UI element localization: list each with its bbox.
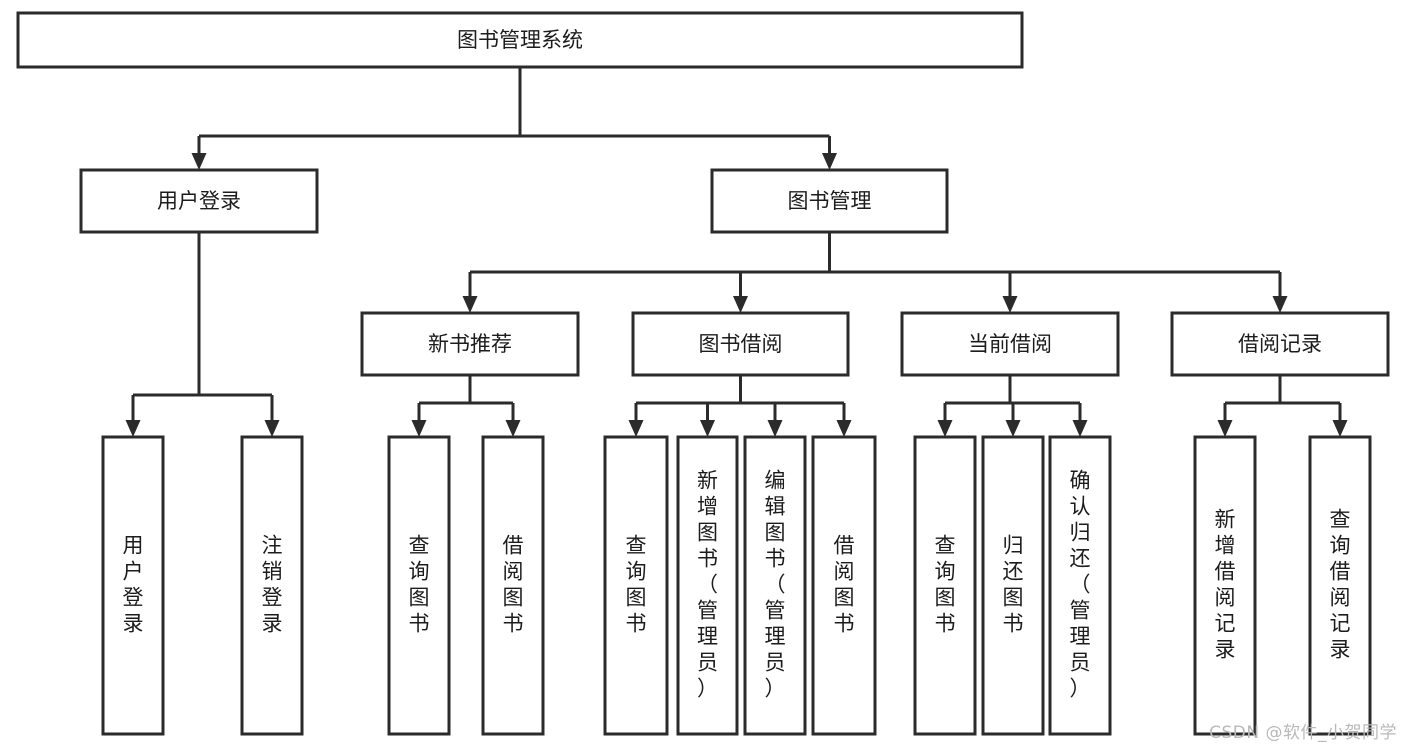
arrow-head-icon (264, 420, 280, 437)
arrow-head-icon (1072, 420, 1088, 437)
node-label: 图书借阅 (699, 332, 783, 356)
node-leaf-br-add-record[interactable]: 新增借阅记录 (1193, 435, 1257, 736)
node-box (1308, 435, 1372, 736)
connector-group-root (191, 67, 837, 170)
node-leaf-cb-return-book[interactable]: 归还图书 (981, 435, 1045, 736)
node-label: 图书管理 (788, 189, 872, 213)
node-label: 图书管理系统 (457, 28, 583, 52)
node-label: 新增借阅记录 (1215, 508, 1236, 662)
nodes-layer: 图书管理系统用户登录图书管理新书推荐图书借阅当前借阅借阅记录用户登录注销登录查询… (16, 11, 1390, 736)
node-label: 查询图书 (935, 534, 956, 636)
node-label: 编辑图书（管理员） (765, 469, 786, 701)
node-label: 新增图书（管理员） (697, 469, 718, 701)
arrow-head-icon (505, 420, 521, 437)
node-label: 当前借阅 (968, 332, 1052, 356)
node-leaf-user-logout[interactable]: 注销登录 (240, 435, 304, 736)
node-label: 新书推荐 (428, 332, 512, 356)
connector-group-book-borrow (628, 375, 852, 437)
node-box (240, 435, 304, 736)
connector-group-user-login (125, 232, 280, 437)
node-leaf-cb-confirm-return[interactable]: 确认归还（管理员） (1048, 435, 1112, 736)
node-current-borrow[interactable]: 当前借阅 (900, 311, 1120, 377)
connector-group-current-borrow (937, 375, 1088, 437)
arrow-head-icon (836, 420, 852, 437)
node-box (676, 435, 739, 736)
arrow-head-icon (1005, 420, 1021, 437)
arrow-head-icon (191, 153, 207, 170)
node-leaf-bb-borrow-book[interactable]: 借阅图书 (811, 435, 877, 736)
arrow-head-icon (1217, 420, 1233, 437)
node-box (1048, 435, 1112, 736)
arrow-head-icon (767, 420, 783, 437)
node-book-manage[interactable]: 图书管理 (710, 168, 949, 234)
node-label: 借阅图书 (503, 534, 524, 636)
arrow-head-icon (733, 296, 748, 313)
node-leaf-bb-query-book[interactable]: 查询图书 (603, 435, 669, 736)
connector-group-book-manage (462, 232, 1288, 313)
node-leaf-nbr-borrow-book[interactable]: 借阅图书 (481, 435, 545, 736)
node-box (481, 435, 545, 736)
arrow-head-icon (1272, 296, 1288, 313)
node-box (603, 435, 669, 736)
node-leaf-user-login[interactable]: 用户登录 (101, 435, 165, 736)
node-leaf-bb-add-book[interactable]: 新增图书（管理员） (676, 435, 739, 736)
node-leaf-bb-edit-book[interactable]: 编辑图书（管理员） (743, 435, 807, 736)
arrow-head-icon (628, 420, 644, 437)
node-user-login[interactable]: 用户登录 (79, 168, 319, 234)
node-label: 借阅图书 (834, 534, 855, 636)
node-label: 用户登录 (123, 534, 144, 636)
node-box (360, 311, 580, 377)
node-box (387, 435, 451, 736)
node-root[interactable]: 图书管理系统 (16, 11, 1024, 69)
node-label: 用户登录 (157, 189, 241, 213)
arrow-head-icon (462, 296, 478, 313)
node-box (981, 435, 1045, 736)
node-leaf-cb-query-book[interactable]: 查询图书 (913, 435, 977, 736)
arrow-head-icon (822, 153, 837, 170)
node-box (743, 435, 807, 736)
node-box (1170, 311, 1390, 377)
node-label: 借阅记录 (1238, 332, 1322, 356)
arrow-head-icon (411, 420, 427, 437)
arrow-head-icon (1332, 420, 1348, 437)
node-leaf-nbr-query-book[interactable]: 查询图书 (387, 435, 451, 736)
node-label: 查询图书 (409, 534, 430, 636)
node-box (631, 311, 850, 377)
node-label: 查询借阅记录 (1330, 508, 1351, 662)
node-label: 确认归还（管理员） (1070, 469, 1091, 701)
node-leaf-br-query-record[interactable]: 查询借阅记录 (1308, 435, 1372, 736)
node-book-borrow[interactable]: 图书借阅 (631, 311, 850, 377)
connector-group-borrow-record (1217, 375, 1348, 437)
node-box (913, 435, 977, 736)
arrow-head-icon (125, 420, 141, 437)
node-box (1193, 435, 1257, 736)
node-box (900, 311, 1120, 377)
node-box (811, 435, 877, 736)
node-box (710, 168, 949, 234)
node-box (79, 168, 319, 234)
arrow-head-icon (700, 420, 715, 437)
arrow-head-icon (937, 420, 953, 437)
node-label: 归还图书 (1003, 534, 1024, 636)
node-new-book-recommend[interactable]: 新书推荐 (360, 311, 580, 377)
node-box (16, 11, 1024, 69)
connectors-layer (125, 67, 1348, 437)
arrow-head-icon (1002, 296, 1018, 313)
connector-group-new-book-recommend (411, 375, 521, 437)
node-box (101, 435, 165, 736)
node-label: 注销登录 (262, 534, 283, 636)
node-borrow-record[interactable]: 借阅记录 (1170, 311, 1390, 377)
node-label: 查询图书 (626, 534, 647, 636)
